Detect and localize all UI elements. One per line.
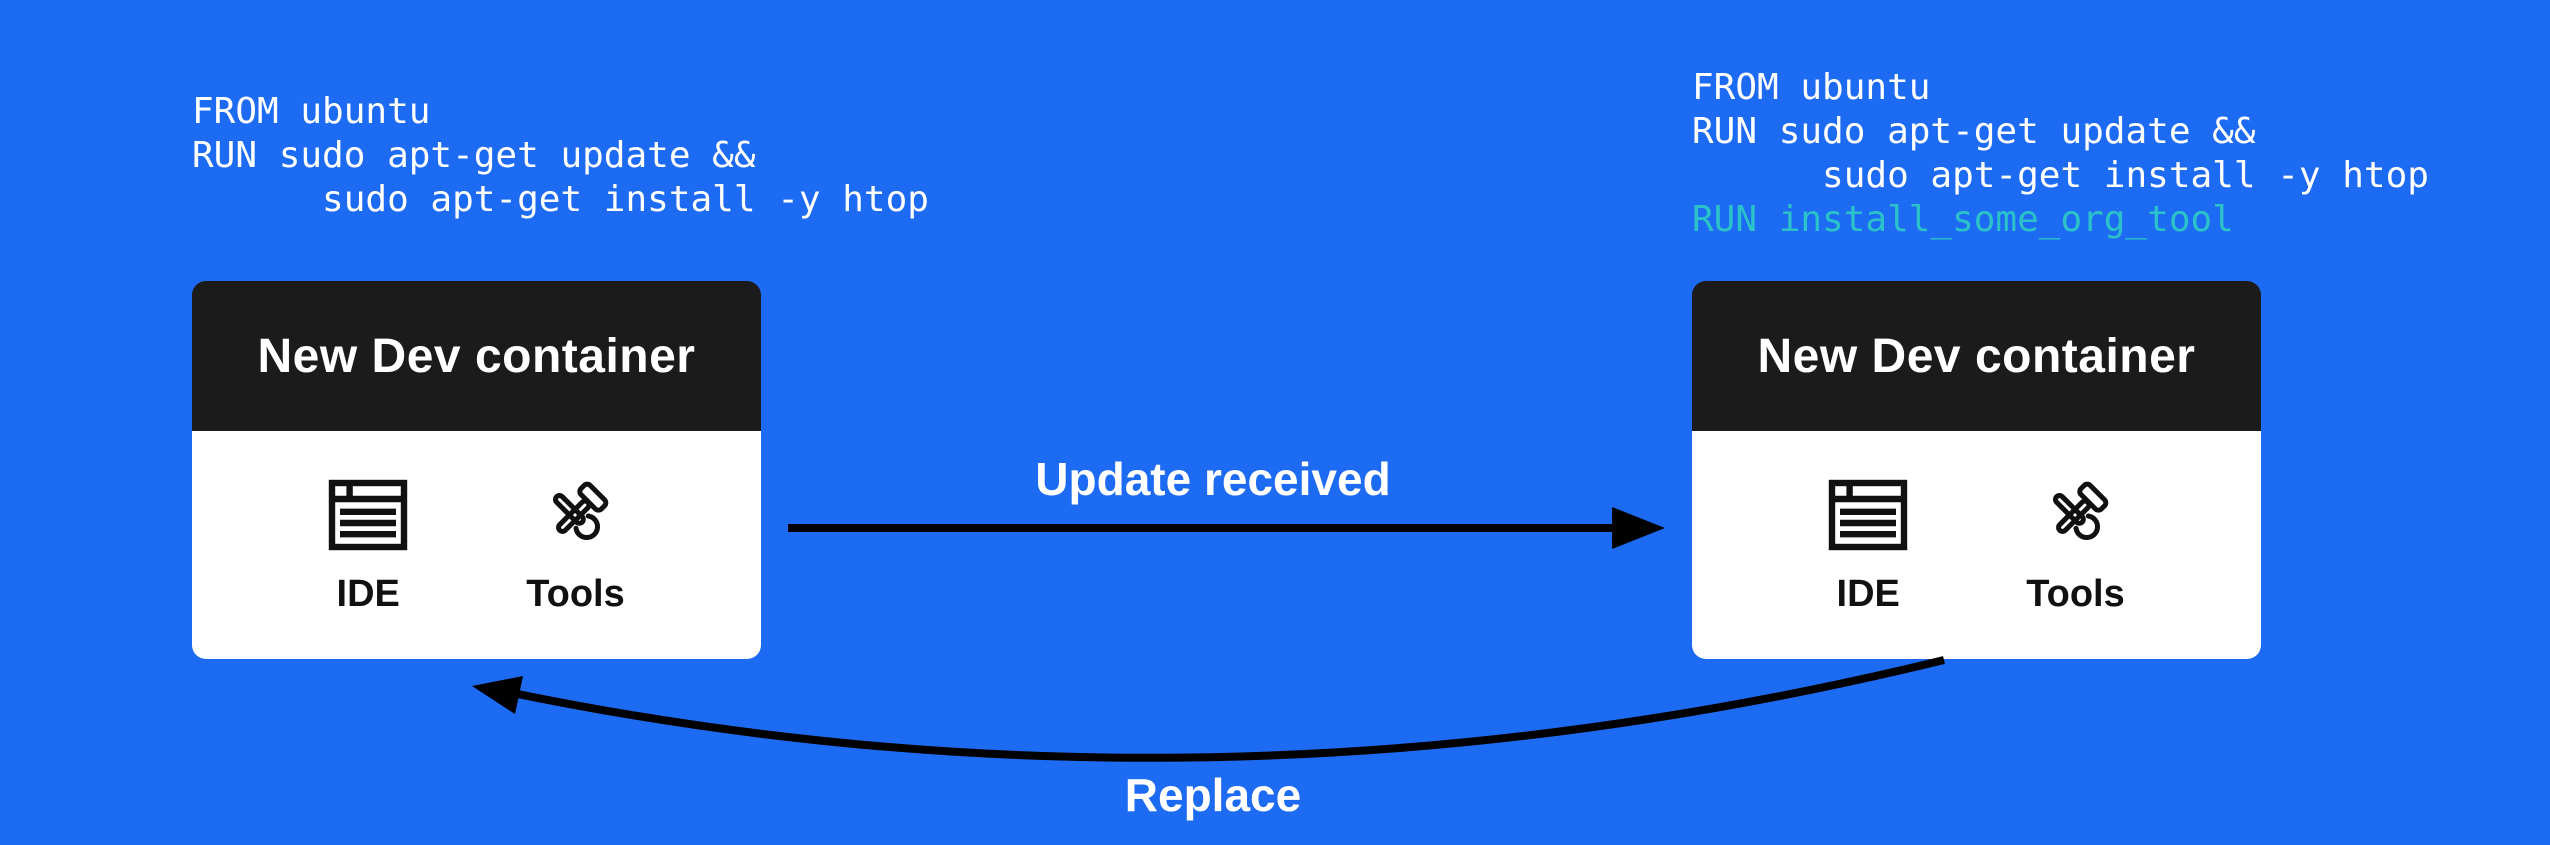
code-line: RUN sudo apt-get update && bbox=[1692, 111, 2256, 152]
hammer-wrench-icon bbox=[2037, 479, 2113, 551]
code-line: sudo apt-get install -y htop bbox=[1692, 155, 2429, 196]
ide-window-icon bbox=[328, 479, 408, 551]
code-line: sudo apt-get install -y htop bbox=[192, 179, 929, 220]
ide-label: IDE bbox=[336, 573, 400, 615]
code-line: RUN sudo apt-get update && bbox=[192, 135, 756, 176]
hammer-wrench-icon bbox=[537, 479, 613, 551]
tools-item: Tools bbox=[526, 479, 625, 659]
dev-container-box-left: New Dev container IDE bbox=[192, 281, 761, 659]
ide-item: IDE bbox=[1828, 479, 1908, 659]
dockerfile-code-left: FROM ubuntu RUN sudo apt-get update && s… bbox=[192, 90, 929, 222]
dev-container-title: New Dev container bbox=[257, 329, 696, 383]
update-arrow-label: Update received bbox=[1035, 453, 1391, 505]
ide-item: IDE bbox=[328, 479, 408, 659]
dockerfile-code-right: FROM ubuntu RUN sudo apt-get update && s… bbox=[1692, 66, 2429, 242]
replace-arrow bbox=[472, 656, 1945, 762]
dev-container-header: New Dev container bbox=[192, 281, 761, 431]
code-line-highlighted: RUN install_some_org_tool bbox=[1692, 199, 2234, 240]
update-arrow bbox=[788, 507, 1665, 549]
dev-container-title: New Dev container bbox=[1757, 329, 2196, 383]
dev-container-header: New Dev container bbox=[1692, 281, 2261, 431]
tools-item: Tools bbox=[2026, 479, 2125, 659]
tools-label: Tools bbox=[2026, 573, 2125, 615]
dev-container-box-right: New Dev container IDE bbox=[1692, 281, 2261, 659]
ide-label: IDE bbox=[1836, 573, 1900, 615]
dev-container-body: IDE Tools bbox=[192, 431, 761, 659]
replace-arrow-label: Replace bbox=[1124, 769, 1302, 821]
code-line: FROM ubuntu bbox=[192, 91, 431, 132]
dev-container-body: IDE Tools bbox=[1692, 431, 2261, 659]
code-line: FROM ubuntu bbox=[1692, 67, 1931, 108]
ide-window-icon bbox=[1828, 479, 1908, 551]
tools-label: Tools bbox=[526, 573, 625, 615]
